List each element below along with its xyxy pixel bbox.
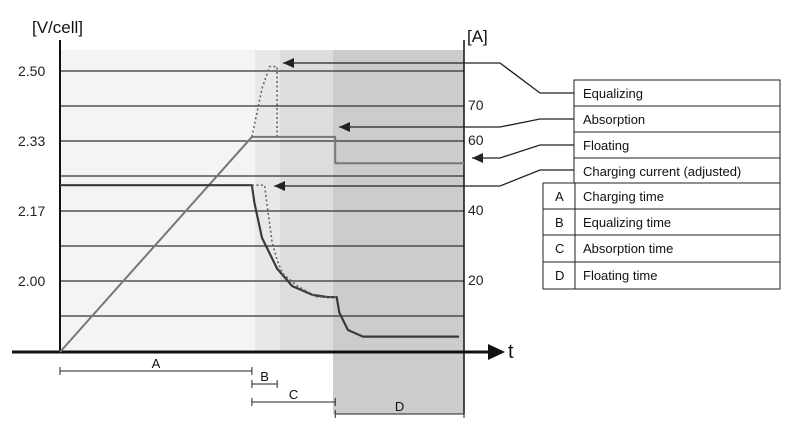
- callout-absorption: [339, 118, 574, 128]
- legend-box: [573, 157, 781, 185]
- callout-current: [274, 169, 574, 187]
- phase-table-label: Absorption time: [583, 241, 673, 256]
- callout-equalizing: [283, 62, 574, 94]
- y-left-tick-label: 2.50: [18, 63, 45, 79]
- phase-region-d: [333, 50, 464, 414]
- interval-label-d: D: [395, 399, 404, 414]
- legend-box: [573, 131, 781, 159]
- arrowhead: [274, 181, 285, 191]
- y-right-tick-label: 60: [468, 132, 484, 148]
- phase-table-key: C: [555, 241, 564, 256]
- x-axis-arrow: [488, 344, 505, 360]
- x-axis-label: t: [508, 341, 514, 363]
- y-right-tick-label: 20: [468, 272, 484, 288]
- legend-box: [573, 79, 781, 107]
- arrowhead: [472, 153, 483, 163]
- series-line-equalizing: [251, 65, 278, 138]
- y-right-tick-label: 70: [468, 97, 484, 113]
- series-line-absorption: [59, 135, 464, 353]
- phase-table-key: B: [555, 215, 564, 230]
- legend-label-equalizing: Equalizing: [583, 86, 643, 101]
- interval-label-b: B: [260, 369, 269, 384]
- phase-table-border: [542, 182, 781, 290]
- series-layer: [59, 65, 464, 353]
- series-line-equalizing-current: [251, 184, 337, 298]
- legend-label-floating: Floating: [583, 138, 629, 153]
- legend-box: [573, 105, 781, 133]
- interval-layer: A B C D: [59, 356, 465, 418]
- y-left-tick-label: 2.00: [18, 273, 45, 289]
- phase-region-a: [60, 50, 255, 352]
- callouts: [274, 62, 574, 187]
- arrowhead: [339, 122, 350, 132]
- callout-floating: [472, 144, 574, 159]
- y-left-tick-label: 2.17: [18, 203, 45, 219]
- gridlines: [60, 70, 464, 317]
- phase-table-key: D: [555, 268, 564, 283]
- legend-label-absorption: Absorption: [583, 112, 645, 127]
- legend: Equalizing Absorption Floating Charging …: [573, 79, 781, 185]
- phase-table-label: Floating time: [583, 268, 657, 283]
- phase-region-c: [280, 50, 333, 352]
- phase-table: A B C D Charging time Equalizing time Ab…: [542, 182, 781, 290]
- interval-label-c: C: [289, 387, 298, 402]
- phase-table-label: Equalizing time: [583, 215, 671, 230]
- arrowhead: [283, 58, 294, 68]
- callout-arrowheads: [274, 58, 483, 191]
- y-right-tick-label: 40: [468, 202, 484, 218]
- y-right-axis-label: [A]: [467, 27, 488, 46]
- interval-label-a: A: [152, 356, 161, 371]
- y-left-tick-label: 2.33: [18, 133, 45, 149]
- phase-region-b: [255, 50, 280, 352]
- y-left-axis-label: [V/cell]: [32, 18, 83, 37]
- legend-label-charging-current: Charging current (adjusted): [583, 164, 741, 179]
- phase-table-label: Charging time: [583, 189, 664, 204]
- phase-table-key: A: [555, 189, 564, 204]
